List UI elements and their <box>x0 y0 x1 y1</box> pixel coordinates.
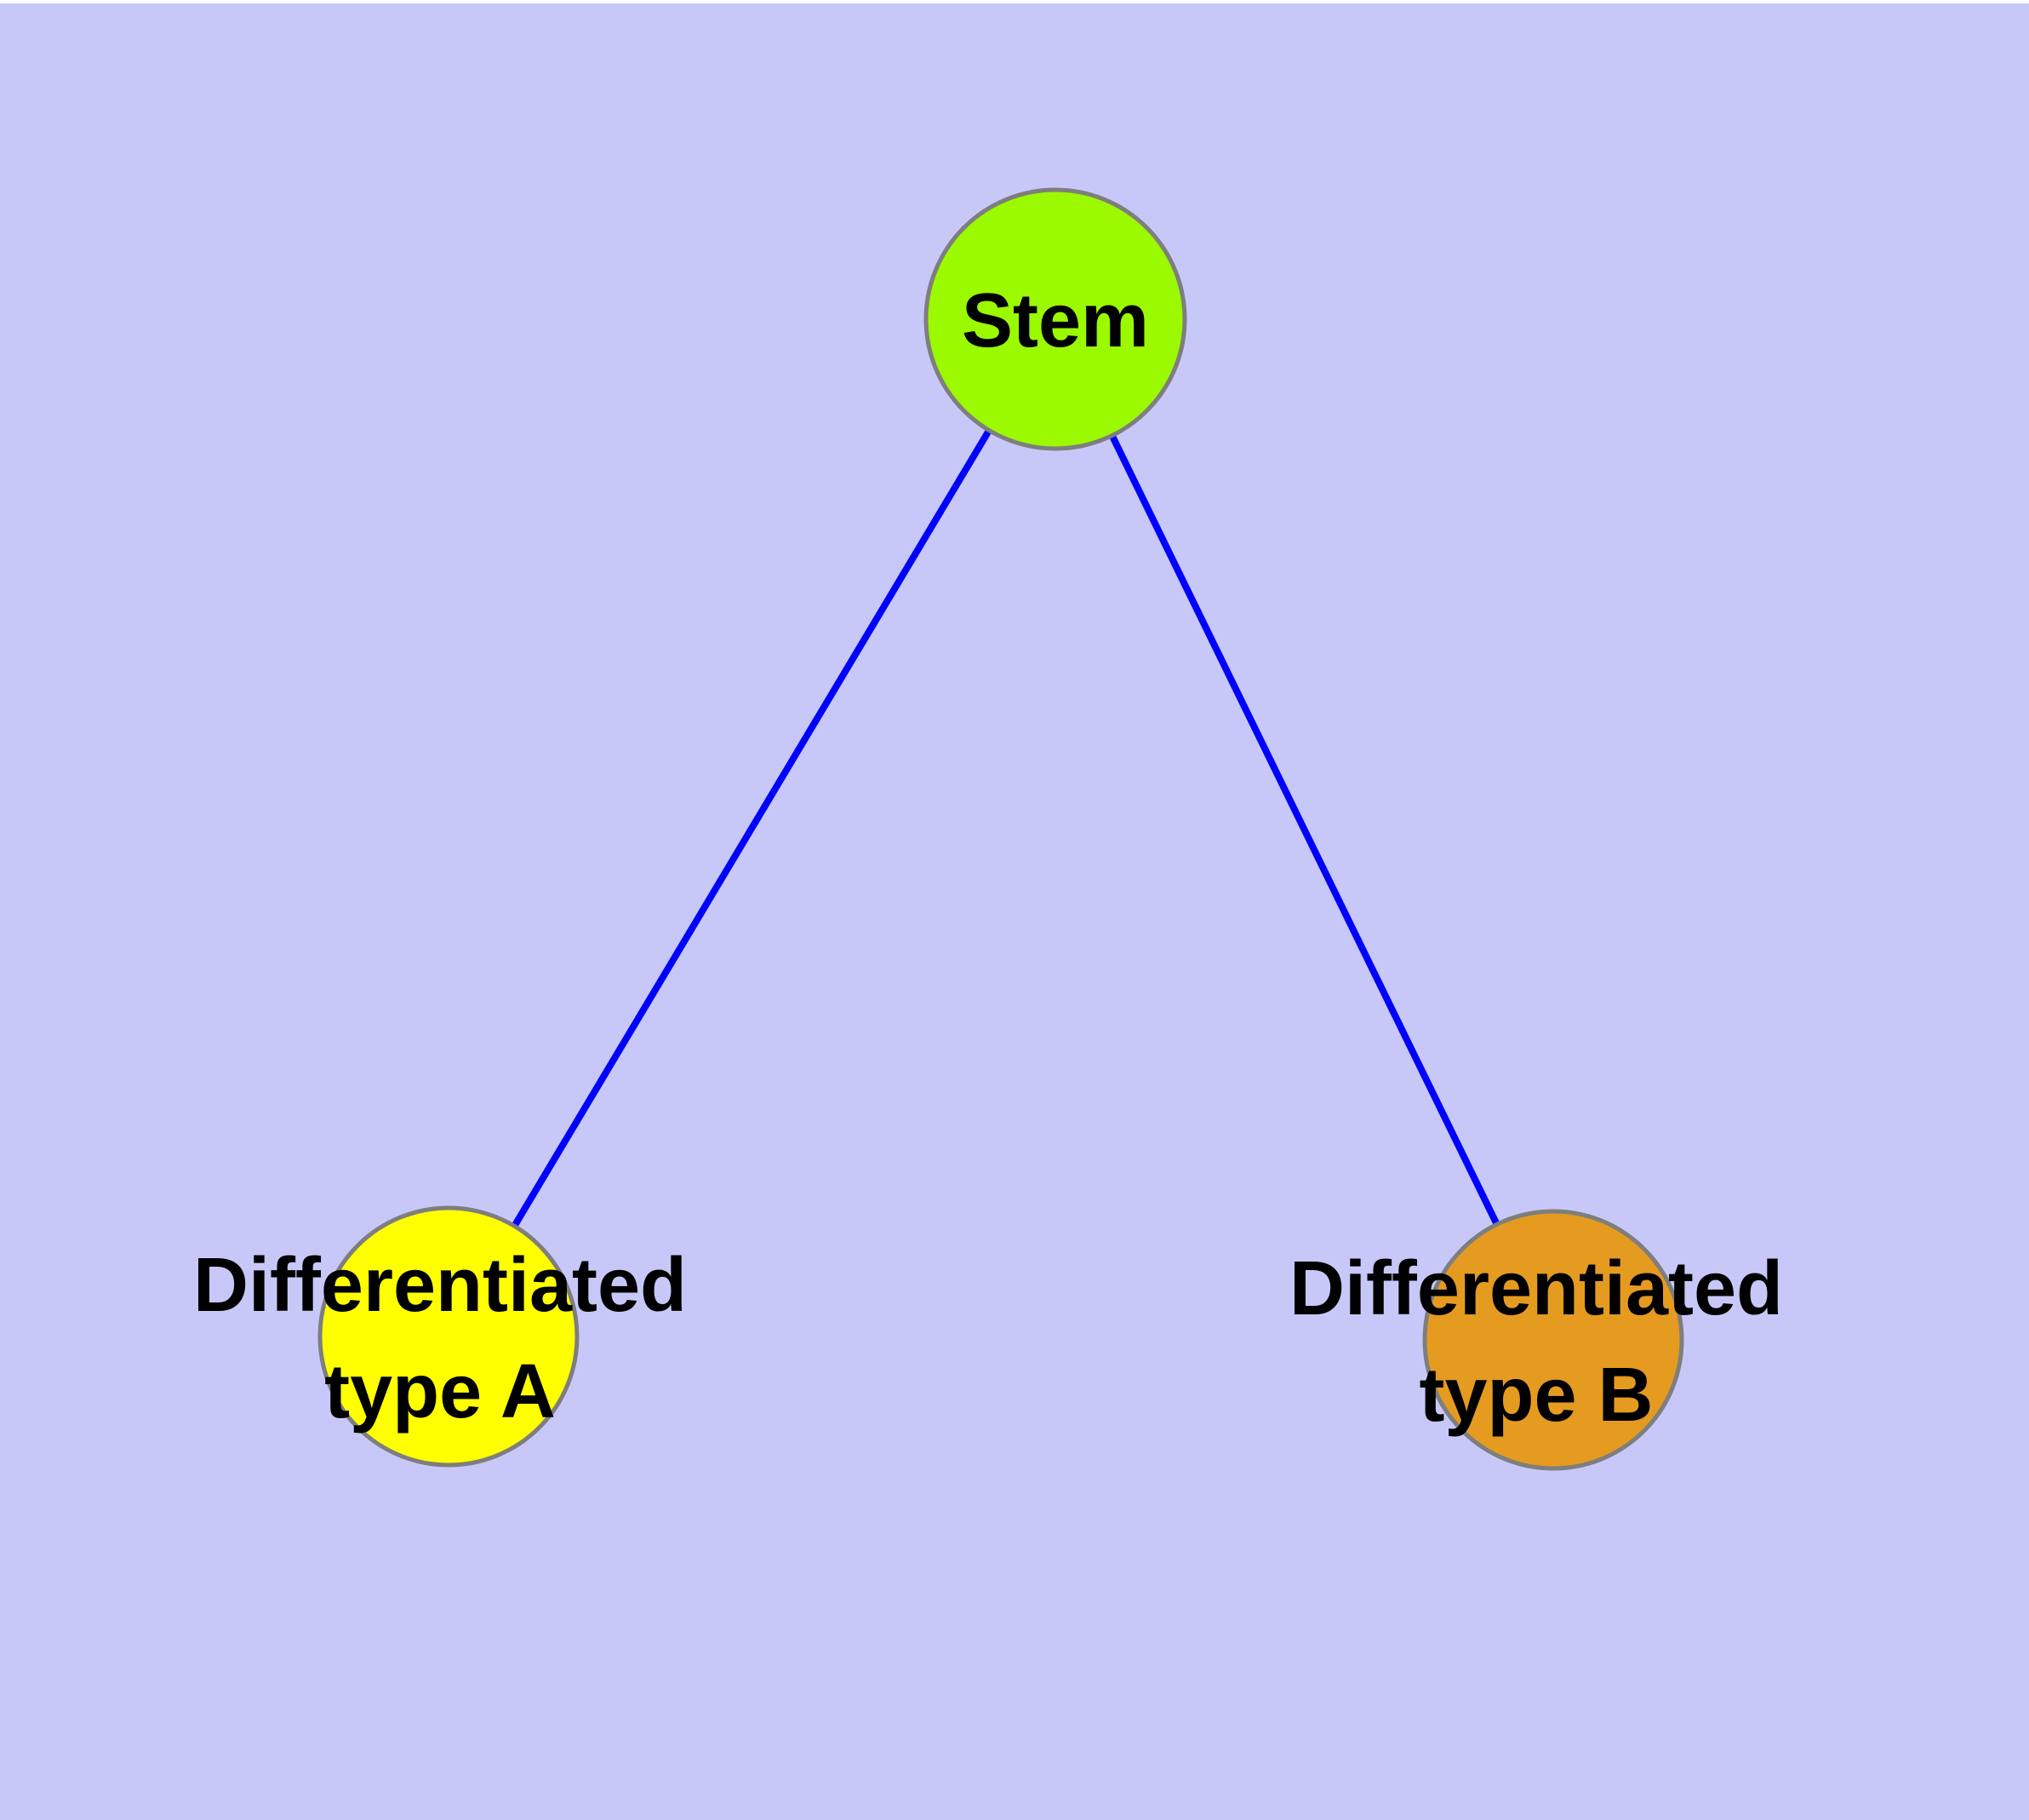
type-b-node-circle <box>1422 1209 1684 1471</box>
top-margin-strip <box>0 0 2029 3</box>
edge-stem-to-type-b <box>1052 318 1557 1342</box>
type-b-node-label-line1: Differentiated <box>1289 1246 1783 1331</box>
node-differentiated-type-a: Differentiated type A <box>193 1205 687 1468</box>
node-stem: Stem <box>923 187 1187 451</box>
type-a-node-label-line2: type A <box>324 1349 556 1434</box>
edge-stem-to-type-a <box>445 317 1059 1339</box>
type-a-node-label-line1: Differentiated <box>193 1243 687 1328</box>
type-b-node-label-line2: type B <box>1419 1353 1653 1438</box>
type-a-node-circle <box>317 1205 580 1468</box>
stem-node-label: Stem <box>962 278 1149 363</box>
node-differentiated-type-b: Differentiated type B <box>1289 1209 1783 1471</box>
stem-node-circle <box>923 187 1187 451</box>
